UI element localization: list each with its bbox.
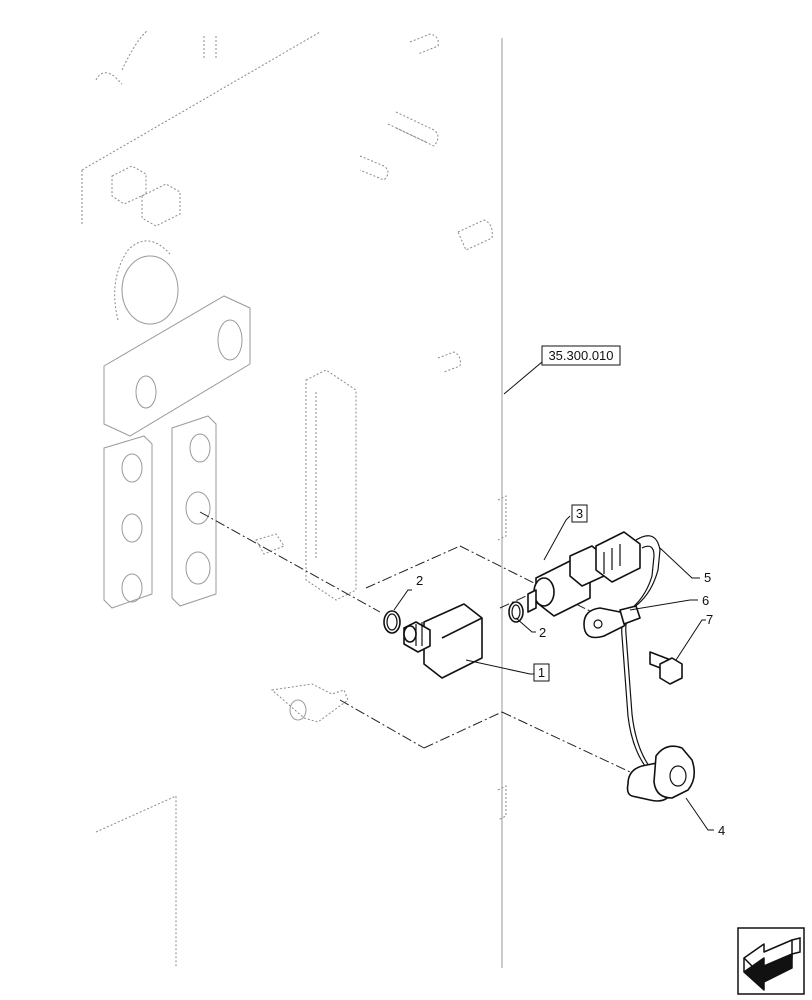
part-6-clip: [583, 605, 641, 639]
svg-text:4: 4: [718, 823, 725, 838]
callout-1[interactable]: 1: [533, 663, 550, 682]
svg-text:2: 2: [539, 625, 546, 640]
callout-7[interactable]: 7: [706, 612, 713, 627]
svg-text:2: 2: [416, 573, 423, 588]
svg-text:7: 7: [706, 612, 713, 627]
reference-label[interactable]: 35.300.010: [541, 345, 621, 366]
callout-3[interactable]: 3: [571, 504, 588, 523]
callout-4[interactable]: 4: [718, 823, 725, 838]
svg-text:35.300.010: 35.300.010: [548, 348, 613, 363]
callout-2-left[interactable]: 2: [416, 573, 423, 588]
part-2-o-ring-right: [508, 601, 524, 623]
part-3-sensor: [527, 531, 641, 617]
ghost-housing: [81, 29, 507, 968]
svg-text:1: 1: [538, 665, 545, 680]
svg-text:6: 6: [702, 593, 709, 608]
part-2-o-ring-left: [383, 610, 401, 634]
callout-5[interactable]: 5: [704, 570, 711, 585]
part-7-bolt: [649, 651, 683, 685]
part-4-connector: [626, 745, 696, 802]
part-1-pressure-switch: [403, 603, 483, 679]
callout-6[interactable]: 6: [702, 593, 709, 608]
svg-text:5: 5: [704, 570, 711, 585]
svg-text:3: 3: [576, 506, 583, 521]
return-arrow-icon[interactable]: [737, 927, 805, 995]
callout-2-right[interactable]: 2: [539, 625, 546, 640]
